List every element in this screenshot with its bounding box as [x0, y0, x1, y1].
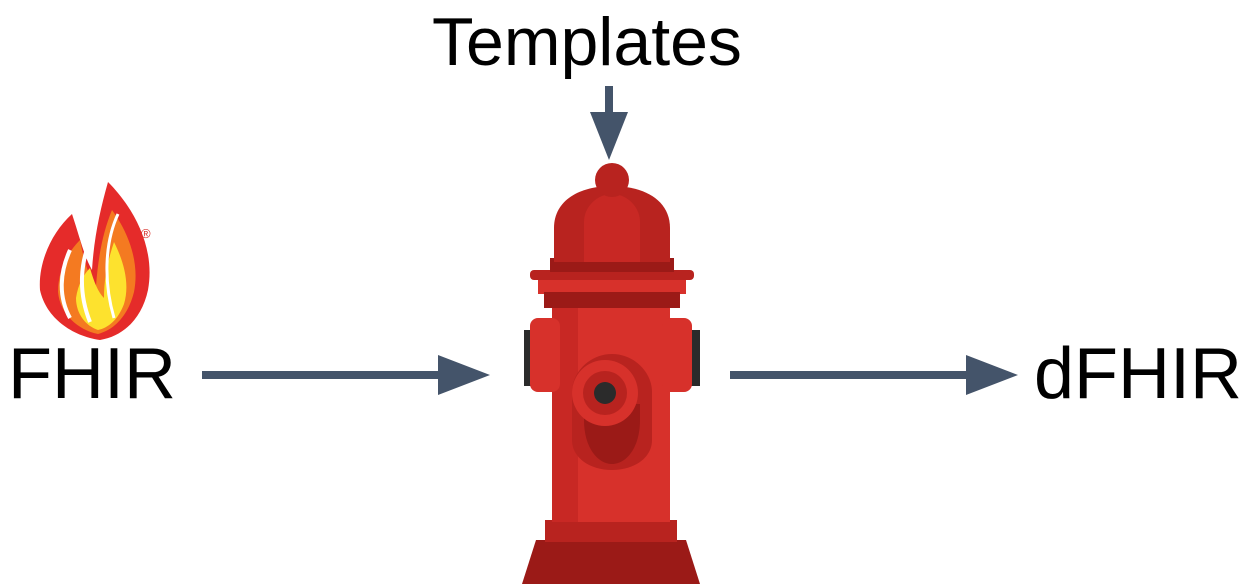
arrow-fhir-to-hydrant — [202, 355, 490, 395]
fhir-flame-logo — [39, 182, 150, 340]
fire-hydrant-icon — [522, 163, 700, 584]
dfhir-label: dFHIR — [1034, 334, 1243, 414]
fhir-label: FHIR — [8, 334, 176, 414]
arrow-templates-to-hydrant — [590, 86, 628, 160]
registered-mark: ® — [141, 226, 151, 241]
templates-label: Templates — [432, 4, 742, 80]
arrow-hydrant-to-dfhir — [730, 355, 1018, 395]
